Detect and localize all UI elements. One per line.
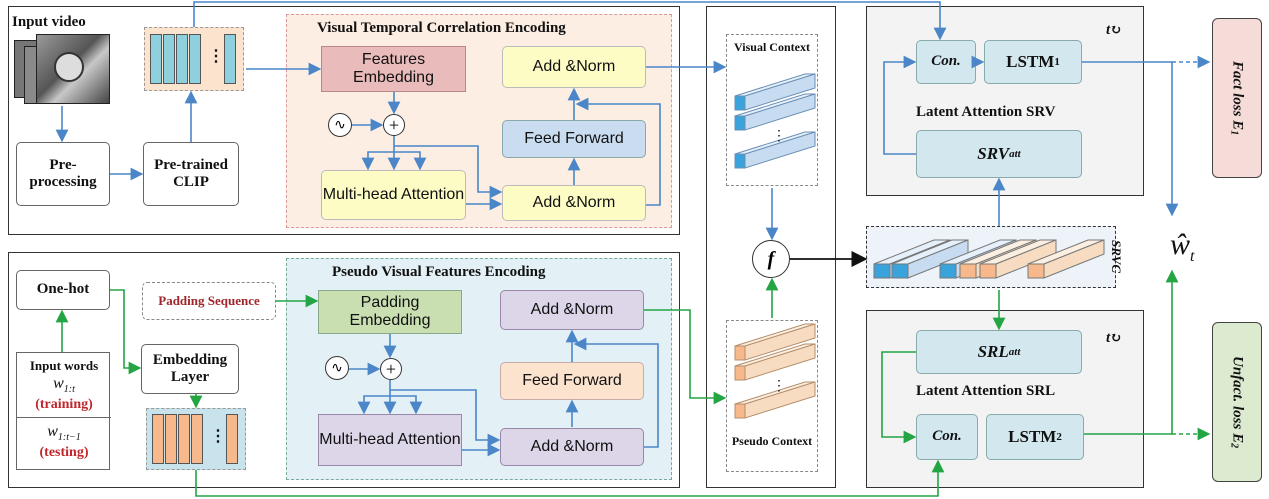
lstm1-label: LSTM bbox=[1006, 52, 1055, 72]
vtce-add-norm-bottom: Add &Norm bbox=[502, 185, 646, 221]
visual-context-region bbox=[726, 34, 818, 186]
pvfe-title: Pseudo Visual Features Encoding bbox=[332, 264, 546, 280]
input-video-label: Input video bbox=[12, 14, 86, 30]
word-embedding-cell bbox=[226, 414, 238, 464]
srl-att-sub: att bbox=[1008, 345, 1021, 358]
video-frames bbox=[14, 34, 110, 106]
one-hot-box: One-hot bbox=[16, 270, 110, 310]
lstm2-sub: 2 bbox=[1056, 430, 1062, 443]
input-words-box: Input words w1:t (training) w1:t−1 (test… bbox=[16, 352, 111, 470]
output-symbol: ŵ bbox=[1170, 228, 1191, 261]
clip-feature-cell bbox=[224, 34, 236, 84]
clip-feature-cell bbox=[163, 34, 175, 84]
vtce-add-icon: + bbox=[383, 114, 405, 136]
features-embedding-box: Features Embedding bbox=[321, 46, 466, 92]
word-embedding-dots: ⋮ bbox=[210, 428, 226, 445]
vtce-title: Visual Temporal Correlation Encoding bbox=[317, 20, 566, 36]
srl-att-label: SRL bbox=[977, 342, 1009, 362]
test-word-sub: 1:t−1 bbox=[57, 432, 81, 444]
srv-title: Latent Attention SRV bbox=[916, 104, 1056, 120]
pvfe-add-norm-top: Add &Norm bbox=[500, 290, 644, 330]
srv-time-label: t bbox=[1106, 22, 1111, 38]
unfact-loss-box: Unfact. loss E2 bbox=[1212, 322, 1262, 482]
srv-att-label: SRV bbox=[977, 144, 1010, 164]
input-words-divider bbox=[17, 417, 111, 418]
train-words: w1:t bbox=[17, 375, 111, 396]
clip-feature-cell bbox=[150, 34, 162, 84]
unfact-loss-label: Unfact. loss E2 bbox=[1228, 355, 1246, 449]
visual-context-label: Visual Context bbox=[734, 40, 810, 54]
embedding-layer-box: Embedding Layer bbox=[141, 344, 239, 394]
test-word: w bbox=[47, 423, 58, 440]
fusion-function-label: f bbox=[767, 247, 775, 270]
training-label: (training) bbox=[35, 397, 93, 412]
pvfe-add-icon: + bbox=[380, 358, 402, 380]
output-word: ŵt bbox=[1170, 228, 1194, 266]
output-sub: t bbox=[1190, 248, 1195, 265]
word-embedding-cell bbox=[178, 414, 190, 464]
pvfe-feed-forward: Feed Forward bbox=[500, 362, 644, 400]
vtce-feed-forward: Feed Forward bbox=[502, 120, 646, 158]
clip-box: Pre-trained CLIP bbox=[143, 142, 239, 206]
srv-con-box: Con. bbox=[916, 40, 976, 84]
pseudo-context-label: Pseudo Context bbox=[731, 434, 813, 448]
vtce-mha-box: Multi-head Attention bbox=[321, 170, 466, 220]
test-words: w1:t−1 bbox=[17, 423, 111, 444]
srl-time-step: t↻ bbox=[1106, 330, 1122, 347]
clip-feature-cell bbox=[176, 34, 188, 84]
word-embedding-cell bbox=[191, 414, 203, 464]
padding-sequence-box: Padding Sequence bbox=[142, 282, 276, 320]
train-word: w bbox=[53, 375, 64, 392]
preprocessing-box: Pre-processing bbox=[16, 142, 110, 206]
fact-loss-label: Fact loss E1 bbox=[1228, 60, 1246, 136]
clip-feature-cell bbox=[189, 34, 201, 84]
vtce-positional-encoding-icon: ∿ bbox=[328, 113, 352, 137]
pseudo-context-region bbox=[726, 320, 818, 472]
testing-label: (testing) bbox=[39, 445, 89, 460]
train-word-sub: 1:t bbox=[63, 384, 75, 396]
srl-title: Latent Attention SRL bbox=[916, 383, 1056, 399]
input-words-label: Input words bbox=[29, 358, 99, 373]
srl-loop-icon: ↻ bbox=[1110, 331, 1122, 346]
srl-con-box: Con. bbox=[916, 414, 978, 460]
word-embedding-cell bbox=[165, 414, 177, 464]
clip-feature-dots: ⋮ bbox=[208, 48, 224, 65]
fact-loss-box: Fact loss E1 bbox=[1212, 18, 1262, 178]
vtce-add-norm-top: Add &Norm bbox=[502, 46, 646, 88]
pvfe-mha-box: Multi-head Attention bbox=[318, 414, 462, 466]
lstm1-sub: 1 bbox=[1054, 55, 1060, 68]
srv-loop-icon: ↻ bbox=[1110, 23, 1122, 38]
srv-time-step: t↻ bbox=[1106, 22, 1122, 39]
fusion-function-icon: f bbox=[752, 240, 790, 278]
lstm2-label: LSTM bbox=[1008, 427, 1057, 447]
srvc-label: SRVC bbox=[1109, 240, 1124, 274]
pvfe-add-norm-bottom: Add &Norm bbox=[500, 428, 644, 466]
word-embedding-cell bbox=[152, 414, 164, 464]
srvc-region bbox=[866, 226, 1116, 288]
padding-embedding-box: Padding Embedding bbox=[318, 290, 462, 334]
srv-att-sub: att bbox=[1009, 147, 1021, 160]
pvfe-positional-encoding-icon: ∿ bbox=[325, 356, 349, 380]
